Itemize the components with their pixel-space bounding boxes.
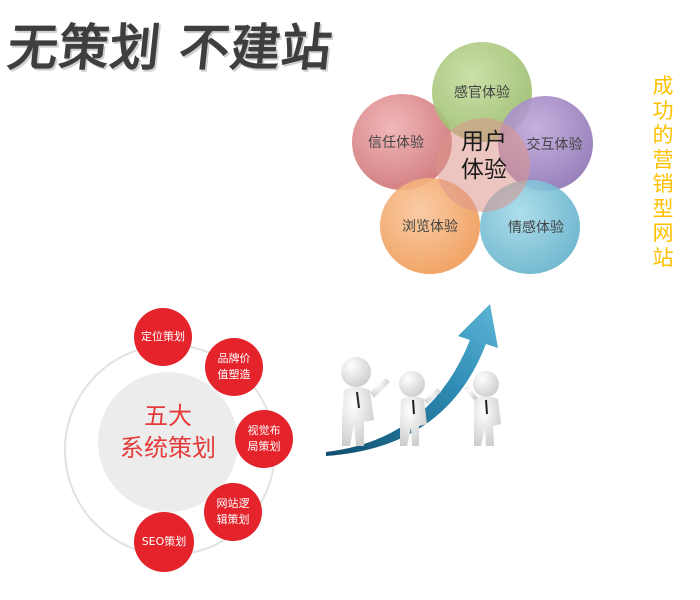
- node-label: 辑策划: [216, 513, 250, 526]
- slogan-char: 功: [652, 98, 674, 123]
- node-label: 局策划: [247, 440, 281, 453]
- figure-left: [341, 357, 390, 446]
- slogan-char: 销: [652, 172, 674, 196]
- node-label: 视觉布: [247, 424, 281, 437]
- flower-center-text: 用户 体验: [444, 128, 524, 184]
- headline: 无策划 不建站: [4, 19, 336, 77]
- node-label: 值塑造: [217, 368, 251, 381]
- flower-center: [436, 118, 530, 212]
- figure-middle: [399, 371, 441, 446]
- node-seo: SEO策划: [134, 512, 194, 572]
- slogan-char: 网: [652, 221, 674, 245]
- center-line: 系统策划: [120, 434, 216, 462]
- node-label: 定位策划: [141, 330, 185, 343]
- center-line: 五大: [144, 402, 192, 430]
- growth-illustration: [326, 304, 501, 456]
- petal-trust: 信任体验: [352, 94, 452, 190]
- node-label: SEO策划: [141, 535, 187, 548]
- node-label: 网站逻: [216, 497, 250, 510]
- vertical-slogan: 成 功 的 营 销 型 网 站: [652, 74, 674, 270]
- petal-label: 感官体验: [454, 85, 510, 101]
- node-site-logic: 网站逻 辑策划: [204, 483, 262, 541]
- node-positioning: 定位策划: [134, 308, 192, 366]
- node-label: 品牌价: [217, 352, 251, 365]
- slogan-char: 的: [652, 123, 674, 147]
- five-center-text: 五大 系统策划: [98, 400, 238, 464]
- slogan-char: 站: [652, 245, 674, 270]
- center-line: 用户: [461, 129, 507, 155]
- petal-label: 交互体验: [526, 136, 583, 153]
- petal-label: 浏览体验: [402, 219, 458, 235]
- petal-label: 情感体验: [508, 220, 564, 236]
- slogan-char: 型: [652, 196, 674, 221]
- slogan-char: 成: [652, 74, 674, 98]
- petal-emotion: 情感体验: [480, 180, 580, 274]
- petal-label: 信任体验: [368, 135, 424, 151]
- figure-right: [464, 371, 501, 446]
- node-visual-layout: 视觉布 局策划: [235, 410, 293, 468]
- slogan-char: 营: [652, 147, 674, 172]
- center-line: 体验: [461, 157, 507, 183]
- node-brand-value: 品牌价 值塑造: [205, 338, 263, 396]
